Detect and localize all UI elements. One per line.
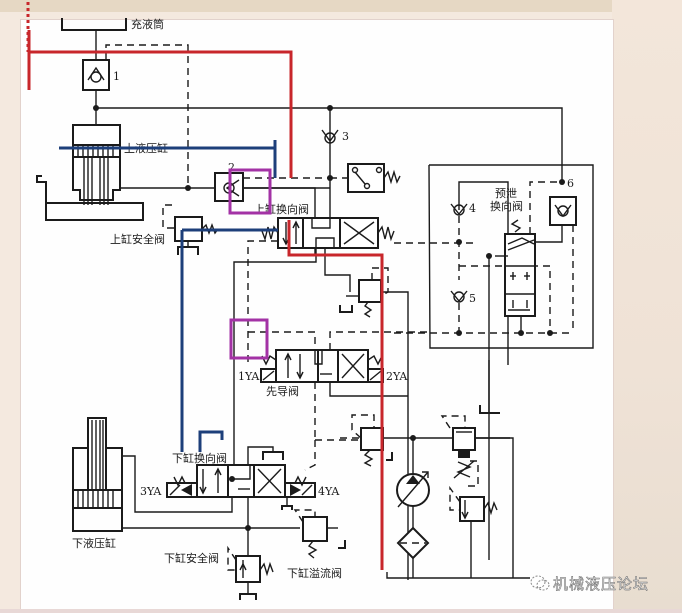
fill-tank (61, 18, 127, 31)
sequence-valve (449, 485, 498, 578)
solenoid-4ya-label: 4YA (318, 485, 340, 498)
blue-annotation-path (59, 140, 278, 452)
lower-cylinder (72, 417, 123, 532)
background-right-panel (612, 0, 682, 613)
component-number-5: 5 (469, 292, 476, 305)
purple-highlight-boxes (228, 168, 272, 360)
lower-directional-valve (166, 446, 316, 510)
background-top-strip (0, 0, 682, 12)
solenoid-2ya-label: 2YA (386, 370, 408, 383)
check-valve-1 (82, 59, 110, 91)
background-bottom-strip (0, 609, 682, 613)
upper-cylinder (36, 124, 144, 221)
check-valve-4 (450, 203, 468, 216)
pilot-valve-label: 先导阀 (266, 384, 299, 398)
component-number-4: 4 (469, 202, 476, 215)
red-annotation-path (26, 2, 384, 570)
pre-relief-valve-label-2: 换向阀 (490, 199, 523, 213)
pressure-switch (347, 163, 401, 193)
solenoid-1ya-label: 1YA (238, 370, 260, 383)
component-number-6: 6 (567, 177, 574, 190)
variable-pump (396, 471, 430, 508)
component-number-1: 1 (113, 70, 120, 83)
lower-directional-valve-label: 下缸换向阀 (172, 451, 227, 465)
lower-safety-valve-label: 下缸安全阀 (164, 551, 219, 565)
lower-overflow-valve (293, 509, 346, 559)
pressure-regulator (440, 415, 479, 487)
upper-directional-valve (261, 217, 395, 249)
upper-safety-valve-label: 上缸安全阀 (110, 232, 165, 246)
check-valve-3 (321, 129, 339, 144)
watermark-text: 机械液压论坛 (553, 575, 650, 594)
check-valve-5 (450, 290, 468, 303)
filter (396, 526, 430, 560)
pre-relief-valve-label-1: 预泄 (495, 187, 517, 200)
check-valve-6 (549, 196, 577, 226)
solenoid-3ya-label: 3YA (140, 485, 162, 498)
pilot-valve (260, 349, 384, 383)
fill-tank-label: 充液筒 (131, 17, 164, 31)
upper-relief-valve (339, 267, 409, 580)
pre-relief-module: 4 5 (394, 164, 594, 560)
lower-overflow-valve-label: 下缸溢流阀 (287, 566, 342, 580)
lower-cylinder-label: 下液压缸 (72, 536, 116, 550)
component-number-2: 2 (228, 161, 235, 174)
component-number-3: 3 (342, 130, 349, 143)
wechat-icon (530, 575, 550, 591)
lower-safety-valve (227, 545, 274, 600)
